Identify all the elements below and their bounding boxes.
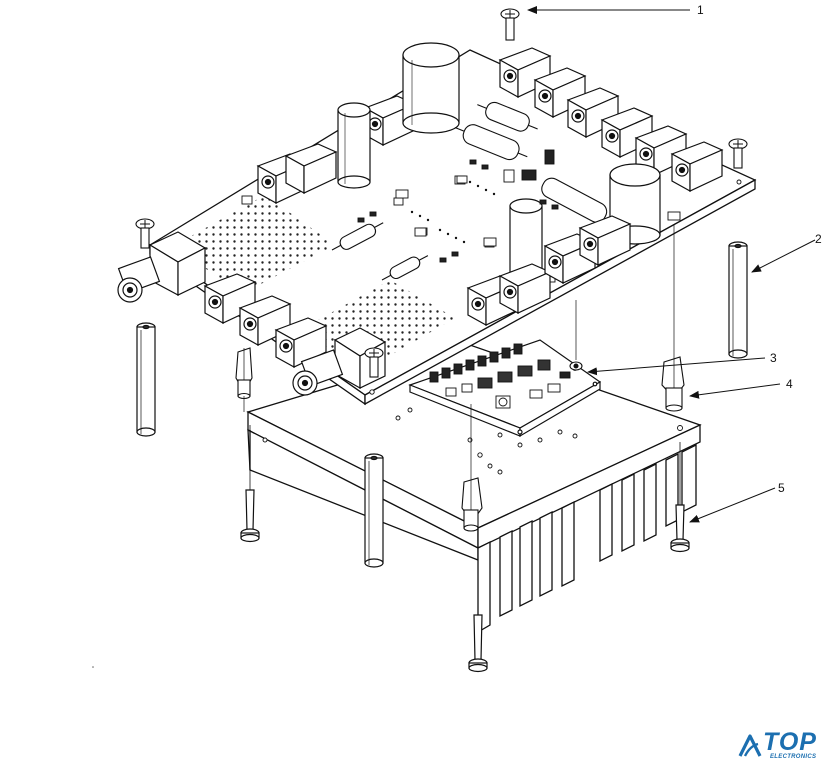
- standoff-right: [728, 241, 748, 359]
- snap-spacer-left: [235, 347, 253, 400]
- leader-3: [587, 357, 766, 376]
- callout-3: 3: [770, 351, 777, 365]
- jack-connectors-back: [498, 47, 724, 193]
- snap-spacer-center: [461, 477, 483, 532]
- standoff-left: [136, 322, 156, 437]
- bottom-screw-right: [670, 442, 690, 553]
- callout-4: 4: [786, 377, 793, 391]
- heatsink-fins: [477, 443, 697, 634]
- logo-mark-icon: [738, 734, 762, 757]
- capacitor-large-top: [402, 42, 460, 134]
- electrolytic-capacitors: [337, 42, 661, 283]
- callout-5: 5: [778, 481, 785, 495]
- leader-2: [751, 239, 816, 273]
- bottom-screw-left: [240, 425, 260, 543]
- alignment-lines: [243, 225, 675, 478]
- leader-4: [689, 383, 781, 399]
- screw-front: [364, 347, 384, 378]
- leader-5: [689, 487, 776, 523]
- capacitor-left: [337, 102, 371, 189]
- logo-subtext: ELECTRONICS: [770, 754, 817, 760]
- screw-left: [135, 218, 155, 249]
- top-electronics-logo: TOP ELECTRONICS: [736, 728, 824, 764]
- small-components: [357, 149, 559, 283]
- logo-text: TOP: [763, 728, 817, 756]
- driver-pcb: [408, 339, 602, 438]
- screw-top: [500, 8, 520, 41]
- callout-leaders: [527, 6, 816, 523]
- callout-2: 2: [815, 232, 822, 246]
- snap-spacer-right: [661, 356, 685, 412]
- standoff-center: [364, 453, 384, 568]
- pcb-screws: [135, 8, 748, 378]
- screw-right: [728, 138, 748, 169]
- jack-connectors-front: [203, 215, 632, 369]
- film-capacitors: [331, 101, 608, 281]
- callout-1: 1: [697, 3, 704, 17]
- bnc-connector-left: [117, 231, 207, 303]
- capacitor-center: [509, 198, 543, 283]
- screw-driver-pcb: [569, 361, 583, 371]
- bottom-screw-center: [468, 548, 488, 673]
